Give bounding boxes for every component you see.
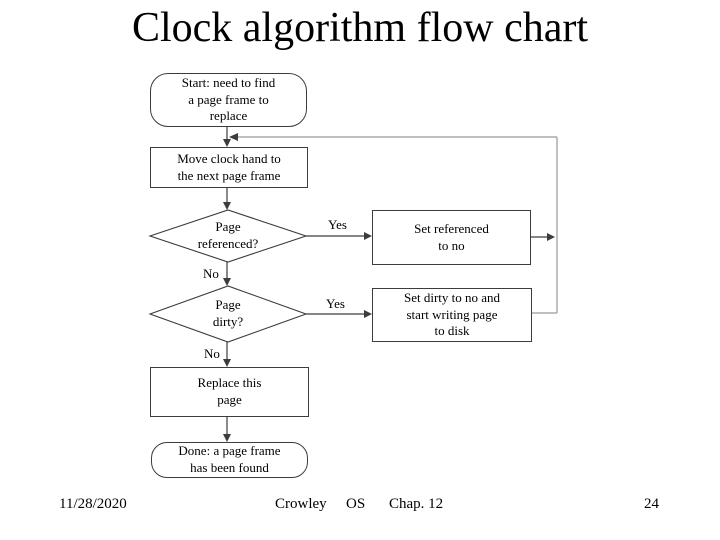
arrowhead-into-set-referenced [364, 232, 372, 240]
node-set-dirty: Set dirty to no and start writing page t… [372, 288, 532, 342]
diamond-page-dirty [148, 285, 308, 343]
footer-course: OS [346, 496, 366, 512]
footer-author: Crowley [275, 496, 327, 512]
node-set-referenced: Set referenced to no [372, 210, 531, 265]
arrowhead-into-set-dirty [364, 310, 372, 318]
arrowhead-into-move [223, 139, 231, 147]
node-page-dirty-label: Page dirty? [212, 297, 244, 329]
label-no-dirty: No [204, 346, 220, 361]
slide-title: Clock algorithm flow chart [131, 5, 589, 51]
arrowhead-into-replace [223, 359, 231, 367]
diamond-page-referenced [148, 209, 308, 263]
node-done: Done: a page frame has been found [151, 442, 308, 478]
node-start: Start: need to find a page frame to repl… [150, 73, 307, 127]
arrowhead-into-done [223, 434, 231, 442]
arrowhead-into-loop [547, 233, 555, 241]
arrowhead-into-referenced [223, 202, 231, 210]
footer-date: 11/28/2020 [59, 496, 127, 512]
label-no-referenced: No [203, 266, 219, 281]
arrowhead-into-dirty [223, 278, 231, 286]
node-page-referenced-label: Page referenced? [197, 219, 259, 251]
node-move-clock-hand: Move clock hand to the next page frame [150, 147, 308, 188]
label-yes-dirty: Yes [326, 296, 345, 311]
label-yes-referenced: Yes [328, 217, 347, 232]
footer-page-number: 24 [644, 496, 659, 512]
footer-chapter: Chap. 12 [389, 496, 444, 512]
feedback-arrowhead-left [229, 133, 238, 141]
node-replace-page: Replace this page [150, 367, 309, 417]
